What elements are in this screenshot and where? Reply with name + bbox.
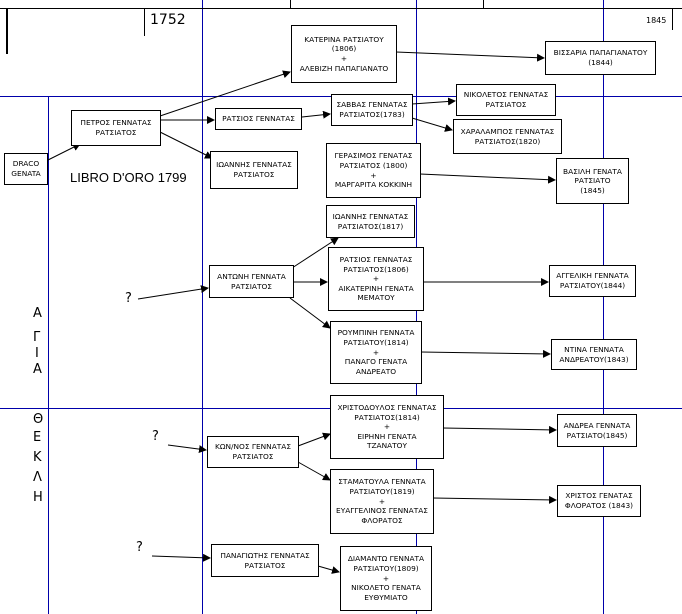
arrow-savvas-nikoletos <box>411 97 456 106</box>
year-label-1845: 1845 <box>646 16 667 25</box>
side-letter-thekli-2: Ε <box>33 430 42 445</box>
node-angeliki: ΑΓΓΕΛΙΚΗ ΓΕΝΝΑΤΑ ΡΑΤΣΙΑΤΟΥ(1844) <box>549 265 636 297</box>
node-ratsios-b: ΡΑΤΣΙΟΣ ΓΕΝΝΑΤΑΣ ΡΑΤΣΙΑΤΟΣ(1806) + ΑΙΚΑΤ… <box>328 247 424 311</box>
arrow-savvas-charalampos <box>411 117 453 132</box>
arrow-panagiotis-diamanto <box>317 565 340 574</box>
arrow-petros-katerina <box>159 70 291 117</box>
arrow-katerina-vissaria <box>395 51 545 62</box>
node-christodoulos: ΧΡΙΣΤΟΔΟΥΛΟΣ ΓΕΝΝΑΤΑΣ ΡΑΤΣΙΑΤΟΣ(1814) + … <box>330 395 444 459</box>
arrow-roumpini-ntina <box>420 349 551 358</box>
side-letter-agia-2: Γ <box>33 330 41 345</box>
grid-line-v1 <box>48 96 49 614</box>
node-antoni: ΑΝΤΩΝΗ ΓΕΝΝΑΤΑ ΡΑΤΣΙΑΤΟΣ <box>209 265 294 298</box>
libro-doro-label: LIBRO D'ORO 1799 <box>70 170 187 185</box>
header-tick-1752 <box>144 8 145 36</box>
node-ratsios-a: ΡΑΤΣΙΟΣ ΓΕΝΝΑΤΑΣ <box>215 108 302 130</box>
header-tick-left <box>6 8 8 54</box>
arrow-petros-ioannis <box>159 131 213 159</box>
question-mark-panagiotis: ? <box>136 540 143 555</box>
node-ioannis-a: ΙΩΑΝΝΗΣ ΓΕΝΝΑΤΑΣ ΡΑΤΣΙΑΤΟΣ <box>210 151 298 189</box>
side-letter-agia-3: Ι <box>35 346 39 361</box>
grid-line-v4 <box>603 0 604 614</box>
arrow-draco-petros <box>47 143 81 161</box>
arrow-gerasimos-vasili <box>419 173 556 184</box>
side-letter-thekli-5: Η <box>33 490 43 505</box>
year-label-1752: 1752 <box>150 12 186 28</box>
node-panagiotis: ΠΑΝΑΓΙΩΤΗΣ ΓΕΝΝΑΤΑΣ ΡΑΤΣΙΑΤΟΣ <box>211 544 319 577</box>
arrow-stamatoula-christos <box>432 495 557 504</box>
arrow-q3-panagiotis <box>151 553 211 562</box>
question-mark-antoni: ? <box>125 291 132 306</box>
side-letter-agia-1: Α <box>33 306 42 321</box>
side-letter-thekli-1: Θ <box>33 412 44 427</box>
arrow-q2-konstantinos <box>167 444 207 454</box>
node-andrea: ΑΝΔΡΕΑ ΓΕΝΝΑΤΑ ΡΑΤΣΙΑΤΟ(1845) <box>557 414 637 447</box>
node-stamatoula: ΣΤΑΜΑΤΟΥΛΑ ΓΕΝΝΑΤΑ ΡΑΤΣΙΑΤΟΥ(1819) + ΕΥΑ… <box>330 469 434 534</box>
node-katerina: ΚΑΤΕΡΙΝΑ ΡΑΤΣΙΑΤΟΥ (1806) + ΑΛΕΒΙΖΗ ΠΑΠΑ… <box>291 25 397 83</box>
header-tick-a <box>290 0 291 8</box>
node-petros: ΠΕΤΡΟΣ ΓΕΝΝΑΤΑΣ ΡΑΤΣΙΑΤΟΣ <box>71 110 161 146</box>
node-christos: ΧΡΙΣΤΟΣ ΓΕΝΑΤΑΣ ΦΛΟΡΑΤΟΣ (1843) <box>557 485 641 517</box>
side-letter-agia-4: Α <box>33 362 42 377</box>
arrow-christodoulos-andrea <box>442 425 557 434</box>
node-ntina: ΝΤΙΝΑ ΓΕΝΝΑΤΑ ΑΝΔΡΕΑΤΟΥ(1843) <box>551 339 637 370</box>
header-tick-b <box>483 0 484 8</box>
node-roumpini: ΡΟΥΜΠΙΝΗ ΓΕΝΝΑΤΑ ΡΑΤΣΙΑΤΟΥ(1814) + ΠΑΝΑΓ… <box>330 321 422 384</box>
node-diamanto: ΔΙΑΜΑΝΤΩ ΓΕΝΝΑΤΑ ΡΑΤΣΙΑΤΟΥ(1809) + ΝΙΚΟΛ… <box>340 546 432 611</box>
grid-line-v2 <box>202 0 203 614</box>
arrow-q1-antoni <box>137 285 209 300</box>
header-tick-1845 <box>672 8 673 30</box>
node-draco: DRACO GENATA <box>4 153 48 185</box>
node-nikoletos: ΝΙΚΟΛΕΤΟΣ ΓΕΝΝΑΤΑΣ ΡΑΤΣΙΑΤΟΣ <box>456 84 556 116</box>
side-letter-thekli-4: Λ <box>33 470 42 485</box>
node-vissaria: ΒΙΣΣΑΡΙΑ ΠΑΠΑΓΙΑΝΑΤΟΥ (1844) <box>545 41 656 75</box>
arrow-antoni-roumpini <box>289 297 331 329</box>
arrow-konstantinos-christodoulos <box>297 432 331 447</box>
node-ioannis-b: ΙΩΑΝΝΗΣ ΓΕΝΝΑΤΑΣ ΡΑΤΣΙΑΤΟΣ(1817) <box>326 205 415 238</box>
question-mark-konstantinos: ? <box>152 429 159 444</box>
arrow-ratsios-savvas <box>301 110 331 119</box>
header-line <box>0 8 682 9</box>
node-vasili: ΒΑΣΙΛΗ ΓΕΝΑΤΑ ΡΑΤΣΙΑΤΟ (1845) <box>556 158 629 204</box>
side-letter-thekli-3: Κ <box>33 450 42 465</box>
arrow-konstantinos-stamatoula <box>297 461 331 481</box>
arrow-antoni-ioannis <box>291 237 339 269</box>
node-konstantinos: ΚΩΝ/ΝΟΣ ΓΕΝΝΑΤΑΣ ΡΑΤΣΙΑΤΟΣ <box>207 436 299 468</box>
node-savvas: ΣΑΒΒΑΣ ΓΕΝΝΑΤΑΣ ΡΑΤΣΙΑΤΟΣ(1783) <box>331 94 413 126</box>
node-charalampos: ΧΑΡΑΛΑΜΠΟΣ ΓΕΝΝΑΤΑΣ ΡΑΤΣΙΑΤΟΣ(1820) <box>453 119 562 154</box>
node-gerasimos: ΓΕΡΑΣΙΜΟΣ ΓΕΝΑΤΑΣ ΡΑΤΣΙΑΤΟΣ (1800) + ΜΑΡ… <box>326 143 421 198</box>
